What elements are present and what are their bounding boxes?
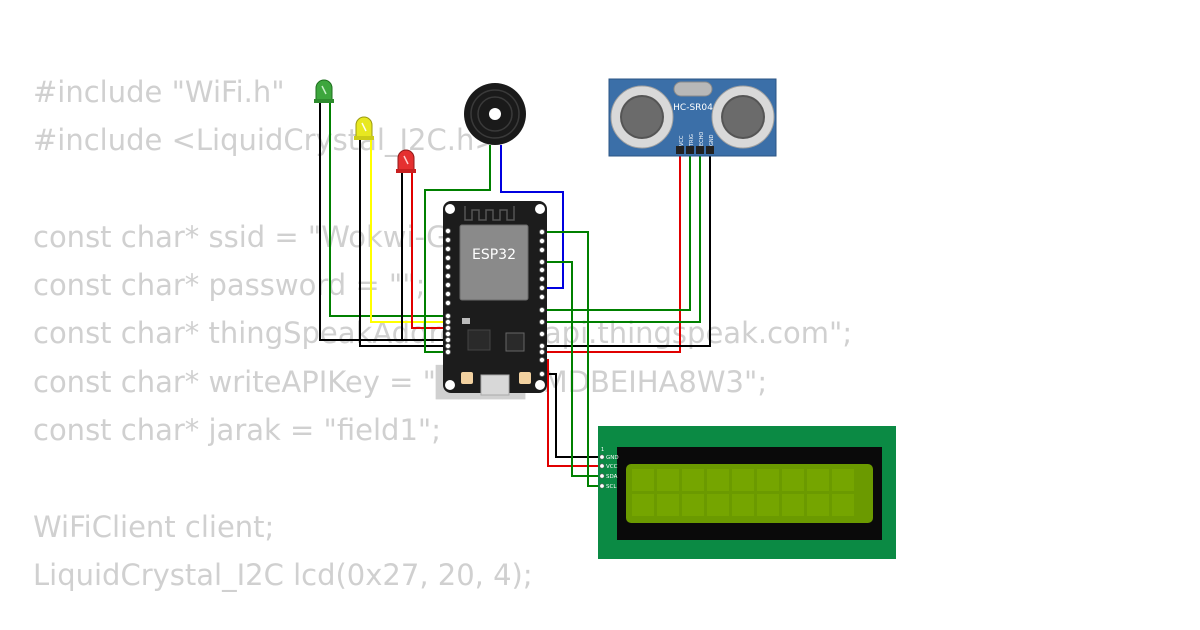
- lcd-display[interactable]: 1 GND VCC SDA SCL: [598, 426, 896, 559]
- code-line: #include <LiquidCrystal_I2C.h>: [33, 123, 499, 158]
- wire-sensor-trig[interactable]: [542, 152, 691, 311]
- code-editor-text: #include "WiFi.h" #include <LiquidCrystal…: [33, 68, 852, 599]
- wire-yellow-led-anode[interactable]: [370, 140, 448, 323]
- wire-green-led-cathode[interactable]: [319, 102, 448, 341]
- sensor-pins: [676, 146, 714, 154]
- boot-button[interactable]: [461, 372, 473, 384]
- sensor-pin-label: TRIG: [689, 134, 695, 147]
- usb-port[interactable]: [480, 374, 510, 396]
- en-button[interactable]: [519, 372, 531, 384]
- mount-hole: [445, 204, 455, 214]
- wires: [319, 102, 711, 487]
- wire-green-led-anode[interactable]: [329, 102, 448, 317]
- sensor-label: HC-SR04: [673, 103, 713, 113]
- wire-red-led-anode[interactable]: [411, 172, 448, 329]
- code-line: const char* thingSpeakAddress = "api.thi…: [33, 316, 853, 351]
- lcd-pin-label: GND: [606, 455, 619, 461]
- wire-red-led-cathode[interactable]: [401, 172, 448, 341]
- mount-hole: [535, 380, 545, 390]
- usb-uart-chip: [505, 332, 525, 352]
- sensor-transducer-left: [610, 85, 674, 149]
- lcd-pin-label: SCL: [606, 484, 617, 490]
- ultrasonic-sensor[interactable]: HC-SR04 VCC TRIG ECHO GND: [608, 78, 777, 157]
- esp32-label: ESP32: [472, 247, 516, 263]
- led-red[interactable]: [396, 149, 416, 173]
- esp32-module-shield: [459, 224, 529, 301]
- mount-hole: [445, 380, 455, 390]
- sensor-pin-label: ECHO: [699, 132, 705, 146]
- wire-buzzer-gnd[interactable]: [500, 145, 564, 289]
- code-line: LiquidCrystal_I2C lcd(0x27, 20, 4);: [33, 557, 533, 592]
- sensor-pin-label: GND: [709, 134, 715, 146]
- buzzer[interactable]: [464, 83, 526, 145]
- wire-sensor-gnd[interactable]: [542, 152, 711, 347]
- smd-component: [462, 318, 470, 324]
- lcd-pin-label: VCC: [606, 464, 618, 470]
- sensor-transducer-right: [711, 85, 775, 149]
- antenna: [464, 206, 515, 221]
- wire-yellow-led-cathode[interactable]: [359, 140, 448, 347]
- code-line: const char* password = "";: [33, 268, 426, 303]
- lcd-char-cells: [632, 469, 854, 516]
- wire-lcd-sda[interactable]: [542, 261, 602, 477]
- led-green[interactable]: [314, 79, 334, 103]
- wire-buzzer-signal[interactable]: [424, 145, 491, 353]
- esp32-pins-left: [445, 228, 451, 355]
- mount-hole: [535, 204, 545, 214]
- sensor-pin-label: VCC: [679, 135, 685, 146]
- buzzer-hole: [489, 108, 501, 120]
- voltage-regulator: [467, 329, 491, 351]
- esp32-board[interactable]: ESP32: [443, 201, 547, 396]
- wire-lcd-scl[interactable]: [542, 231, 602, 487]
- led-yellow[interactable]: [354, 116, 374, 140]
- code-line: #include "WiFi.h": [33, 75, 285, 109]
- sensor-crystal: [673, 81, 713, 97]
- lcd-pins: [599, 454, 605, 489]
- code-line: WiFiClient client;: [33, 509, 275, 544]
- code-line: const char* jarak = "field1";: [33, 413, 442, 448]
- lcd-pin-label: SDA: [606, 474, 618, 480]
- wire-sensor-echo[interactable]: [542, 152, 701, 323]
- lcd-pin-header-label: 1: [601, 447, 604, 453]
- esp32-pins-right: [539, 229, 545, 377]
